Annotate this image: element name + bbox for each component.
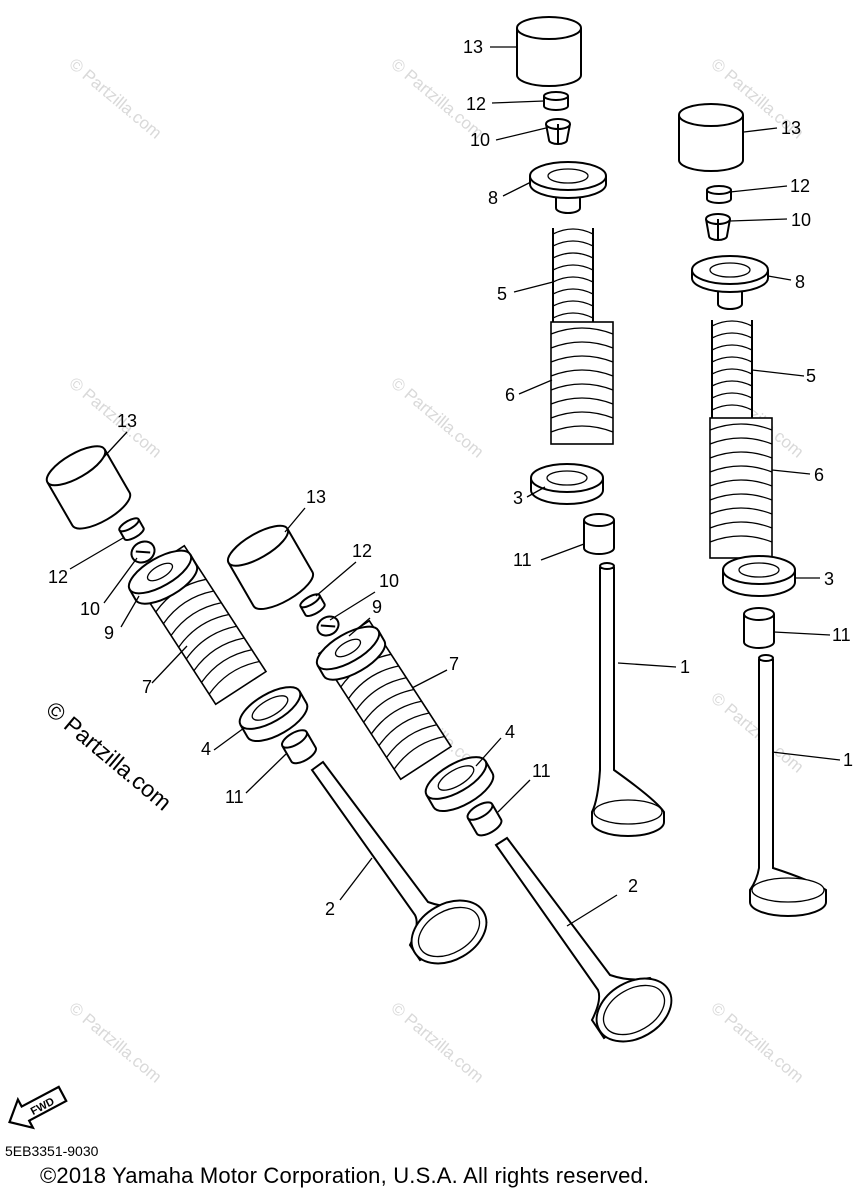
callout-10: 10 xyxy=(791,210,811,230)
valve-lifter-part xyxy=(45,445,132,530)
watermark: © Partzilla.com xyxy=(387,999,487,1087)
valve-lifter-part xyxy=(226,524,314,610)
callout-12: 12 xyxy=(352,541,372,561)
callout-13: 13 xyxy=(781,118,801,138)
callout-9: 9 xyxy=(104,623,114,643)
watermark: © Partzilla.com xyxy=(707,999,807,1087)
spring-seat-part xyxy=(722,555,796,597)
stem-seal-part xyxy=(583,513,615,555)
adjusting-pad-part xyxy=(543,91,569,111)
valve-retainer-part xyxy=(691,255,769,310)
callout-labels: 13 12 10 8 5 6 3 11 1 13 12 10 8 5 6 3 1… xyxy=(48,37,853,919)
valve-retainer-part xyxy=(529,161,607,214)
callout-2: 2 xyxy=(325,899,335,919)
callout-1: 1 xyxy=(843,750,853,770)
callout-3: 3 xyxy=(513,488,523,508)
diagram-code: 5EB3351-9030 xyxy=(5,1143,99,1159)
callout-8: 8 xyxy=(795,272,805,292)
spring-seat-part xyxy=(424,756,495,812)
valve-cotter-part xyxy=(316,615,340,637)
callout-6: 6 xyxy=(814,465,824,485)
callout-5: 5 xyxy=(806,366,816,386)
callout-13: 13 xyxy=(306,487,326,507)
adjusting-pad-part xyxy=(118,517,145,541)
valve-cotter-part xyxy=(130,540,156,564)
callout-2: 2 xyxy=(628,876,638,896)
callout-11: 11 xyxy=(832,625,851,645)
callout-13: 13 xyxy=(463,37,483,57)
valve-part xyxy=(494,836,673,1043)
outer-spring-part xyxy=(709,417,773,559)
callout-3: 3 xyxy=(824,569,834,589)
valve-retainer-part xyxy=(127,549,199,605)
valve-retainer-part xyxy=(315,625,387,681)
callout-12: 12 xyxy=(790,176,810,196)
valve-assembly-d xyxy=(226,524,673,1043)
valve-part xyxy=(591,562,665,837)
adjusting-pad-part xyxy=(706,185,732,204)
stem-seal-part xyxy=(743,607,775,649)
valve-lifter-part xyxy=(516,16,582,87)
callout-12: 12 xyxy=(48,567,68,587)
valve-assembly-b xyxy=(678,103,827,917)
fwd-arrow-icon: FWD xyxy=(8,1085,68,1130)
callout-6: 6 xyxy=(505,385,515,405)
watermark: © Partzilla.com xyxy=(65,55,165,143)
watermark: © Partzilla.com xyxy=(65,374,165,462)
callout-11: 11 xyxy=(513,550,532,570)
valve-assembly-c xyxy=(45,445,488,965)
watermark: © Partzilla.com xyxy=(387,374,487,462)
stem-seal-part xyxy=(466,801,503,837)
valve-part xyxy=(310,760,488,965)
spring-seat-part xyxy=(238,686,309,742)
watermark: © Partzilla.com xyxy=(707,689,807,777)
callout-12: 12 xyxy=(466,94,486,114)
valve-cotter-part xyxy=(705,213,731,241)
callout-11: 11 xyxy=(532,761,551,781)
watermark: © Partzilla.com xyxy=(65,999,165,1087)
callout-13: 13 xyxy=(117,411,137,431)
callout-10: 10 xyxy=(379,571,399,591)
outer-spring-part xyxy=(550,321,614,445)
callout-10: 10 xyxy=(80,599,100,619)
copyright-notice: ©2018 Yamaha Motor Corporation, U.S.A. A… xyxy=(40,1163,650,1188)
adjusting-pad-part xyxy=(299,593,326,617)
leader-lines xyxy=(69,46,841,927)
callout-4: 4 xyxy=(201,739,211,759)
callout-5: 5 xyxy=(497,284,507,304)
callout-7: 7 xyxy=(449,654,459,674)
callout-10: 10 xyxy=(470,130,490,150)
valve-assembly-a xyxy=(516,16,665,837)
callout-9: 9 xyxy=(372,597,382,617)
valve-cotter-part xyxy=(545,118,571,145)
callout-1: 1 xyxy=(680,657,690,677)
valve-part xyxy=(749,654,827,917)
callout-4: 4 xyxy=(505,722,515,742)
callout-11: 11 xyxy=(225,787,244,807)
callout-8: 8 xyxy=(488,188,498,208)
stem-seal-part xyxy=(281,729,317,765)
valve-lifter-part xyxy=(678,103,744,172)
spring-seat-part xyxy=(530,463,604,505)
callout-7: 7 xyxy=(142,677,152,697)
